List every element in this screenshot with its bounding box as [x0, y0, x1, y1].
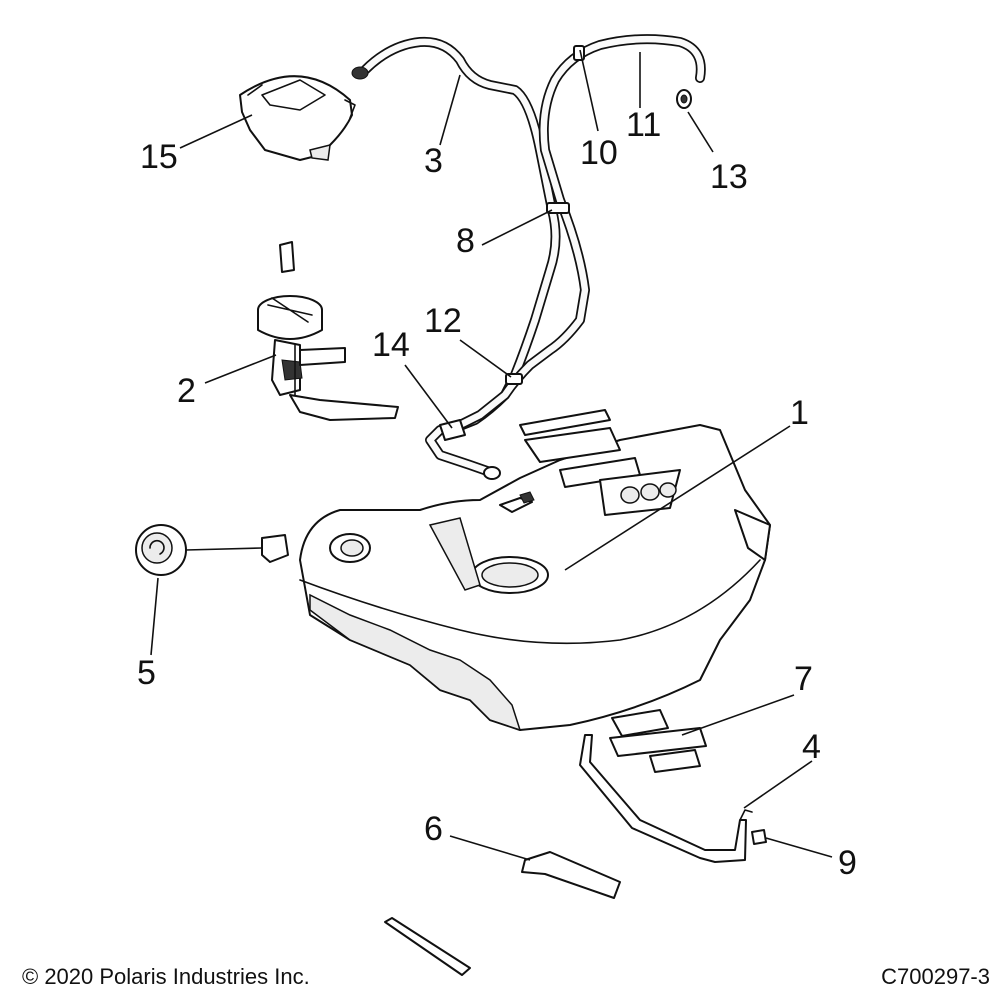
leader-lines	[150, 49, 833, 861]
callout-1: 1	[790, 394, 809, 432]
callout-8: 8	[456, 222, 475, 260]
part-15-cover	[239, 75, 356, 161]
callout-15: 15	[140, 138, 178, 176]
part-11-vent-hose	[455, 34, 706, 430]
callout-12: 12	[424, 302, 462, 340]
callout-11: 11	[626, 106, 661, 144]
copyright-notice: © 2020 Polaris Industries Inc.	[22, 964, 310, 989]
callout-6: 6	[424, 810, 443, 848]
callout-9: 9	[838, 844, 857, 882]
callout-7: 7	[794, 660, 813, 698]
part-1-fuel-tank	[299, 409, 771, 732]
part-6-pad	[384, 851, 621, 976]
callout-13: 13	[710, 158, 748, 196]
diagram-code: C700297-3	[881, 964, 990, 989]
callout-numbers: 1 2 3 4 5 6 7 8 9 10 11 12 13 14 15	[137, 106, 857, 882]
hose-junction	[425, 419, 501, 480]
part-13-fitting	[676, 89, 692, 109]
callout-2: 2	[177, 372, 196, 410]
part-7-pads	[609, 709, 707, 773]
part-8-clamp	[546, 202, 570, 214]
callout-4: 4	[802, 728, 821, 766]
callout-14: 14	[372, 326, 410, 364]
part-2-fuel-pump	[257, 241, 399, 421]
part-5-fuel-cap	[135, 524, 289, 576]
part-9-bolt	[751, 829, 767, 845]
callout-5: 5	[137, 654, 156, 692]
callout-3: 3	[424, 142, 443, 180]
callout-10: 10	[580, 134, 618, 172]
part-4-strap	[579, 734, 753, 863]
